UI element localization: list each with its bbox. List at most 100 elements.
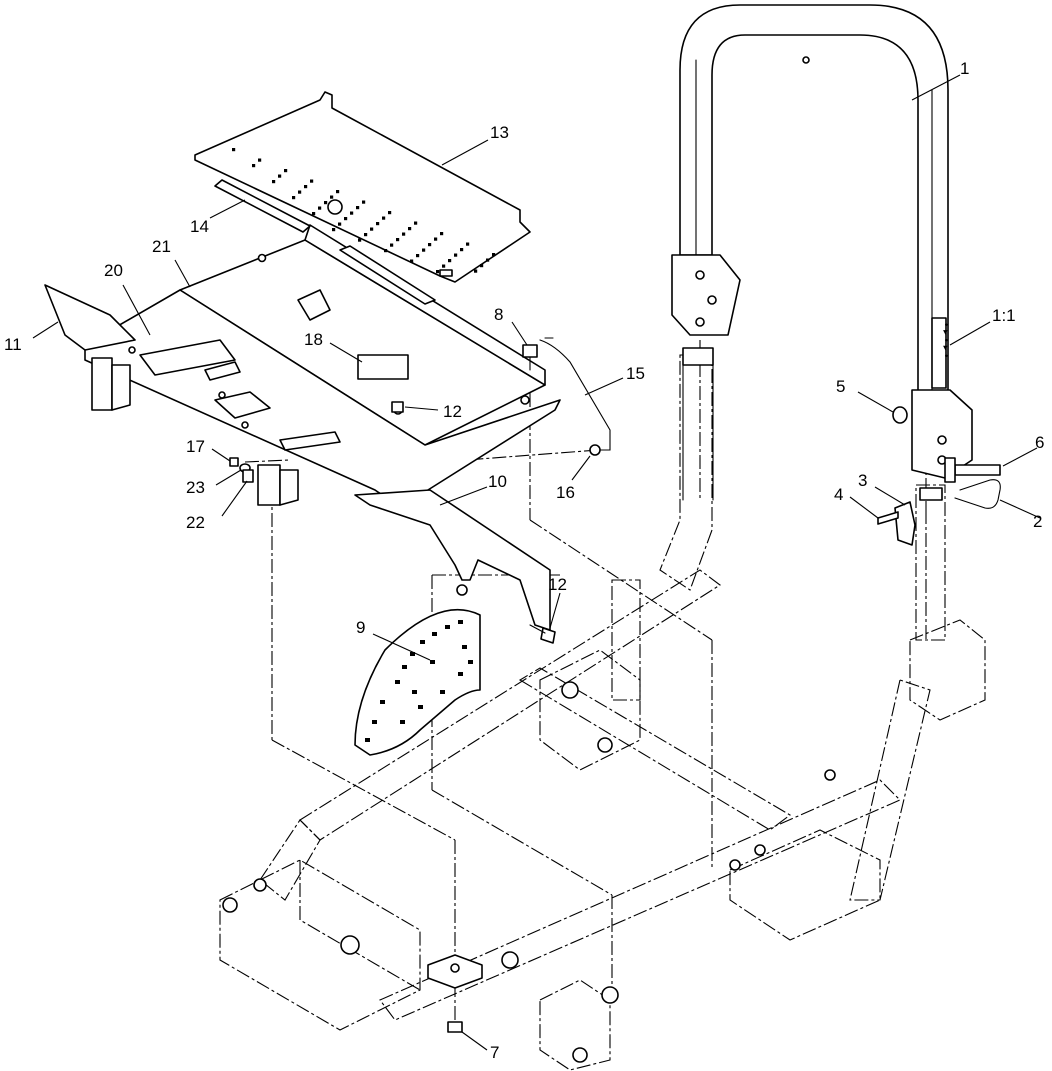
perforation-hole xyxy=(428,243,432,247)
perforation-hole xyxy=(382,216,386,220)
decal-mark xyxy=(418,705,423,709)
callout-22: 22 xyxy=(186,513,205,532)
rod-assembly xyxy=(539,337,611,456)
callout-8: 8 xyxy=(494,305,503,324)
perforation-hole xyxy=(358,238,362,242)
perforation-hole xyxy=(272,180,276,184)
perforation-hole xyxy=(330,195,334,199)
perforation-hole xyxy=(318,206,322,210)
perforation-hole xyxy=(480,264,484,268)
seat-bracket xyxy=(354,489,551,631)
callout-12a: 12 xyxy=(443,402,462,421)
perforation-hole xyxy=(466,242,470,246)
callout-13: 13 xyxy=(490,123,509,142)
perforation-hole xyxy=(304,185,308,189)
decal-panel xyxy=(354,608,481,756)
callout-23: 23 xyxy=(186,478,205,497)
decal-mark xyxy=(458,620,463,624)
decal-mark xyxy=(365,738,370,742)
perforation-hole xyxy=(292,196,296,200)
mount-plate xyxy=(427,954,483,1033)
decal-mark xyxy=(380,700,385,704)
callout-14: 14 xyxy=(190,217,209,236)
perforation-hole xyxy=(422,248,426,252)
perforation-hole xyxy=(332,228,336,232)
perforation-hole xyxy=(370,227,374,231)
roll-bar: • ▸ • ▸ • xyxy=(671,4,973,501)
perforation-hole xyxy=(336,190,340,194)
callout-17: 17 xyxy=(186,437,205,456)
perforation-hole xyxy=(388,211,392,215)
decal-mark xyxy=(372,720,377,724)
decal-mark xyxy=(462,645,467,649)
callout-16: 16 xyxy=(556,483,575,502)
decal-mark xyxy=(458,672,463,676)
perforation-hole xyxy=(454,253,458,257)
perforation-hole xyxy=(258,158,262,162)
decal-mark xyxy=(412,690,417,694)
decal-mark xyxy=(402,665,407,669)
perforation-hole xyxy=(338,222,342,226)
decal-mark xyxy=(420,640,425,644)
perforation-hole xyxy=(356,206,360,210)
perforation-hole xyxy=(416,254,420,258)
perforated-plate xyxy=(194,91,531,283)
perforation-hole xyxy=(474,269,478,273)
callout-1: 1 xyxy=(960,59,969,78)
callout-12b: 12 xyxy=(548,575,567,594)
callout-21: 21 xyxy=(152,237,171,256)
perforation-hole xyxy=(414,221,418,225)
trim-strip xyxy=(214,179,436,305)
callout-10: 10 xyxy=(488,472,507,491)
fasteners xyxy=(229,344,556,644)
perforation-hole xyxy=(390,243,394,247)
mower-frame xyxy=(219,354,986,1071)
decal-mark xyxy=(410,652,415,656)
callout-6: 6 xyxy=(1035,433,1044,452)
callout-7: 7 xyxy=(490,1043,499,1062)
decal-mark xyxy=(468,660,473,664)
perforation-hole xyxy=(384,249,388,253)
perforation-hole xyxy=(410,259,414,263)
perforation-hole xyxy=(324,201,328,205)
perforation-hole xyxy=(344,217,348,221)
perforation-hole xyxy=(448,259,452,263)
decal-mark xyxy=(432,632,437,636)
perforation-hole xyxy=(402,232,406,236)
perforation-hole xyxy=(312,212,316,216)
decal-mark xyxy=(430,660,435,664)
decal-mark xyxy=(395,680,400,684)
decal-dots xyxy=(365,620,473,742)
perforation-hole xyxy=(350,211,354,215)
callout-11: 11 xyxy=(4,335,22,354)
perforation-hole xyxy=(408,227,412,231)
decal-text: • ▸ • ▸ • xyxy=(940,322,950,358)
perforation-hole xyxy=(434,237,438,241)
callout-3: 3 xyxy=(858,471,867,490)
perforation-hole xyxy=(396,238,400,242)
callout-4: 4 xyxy=(834,485,843,504)
callout-1-1: 1:1 xyxy=(992,306,1016,325)
perforation-hole xyxy=(376,222,380,226)
perforations xyxy=(232,148,496,274)
callout-15: 15 xyxy=(626,364,645,383)
callout-5: 5 xyxy=(836,377,845,396)
callout-20: 20 xyxy=(104,261,123,280)
decal-mark xyxy=(445,625,450,629)
hardware-group xyxy=(877,406,1001,546)
perforation-hole xyxy=(442,264,446,268)
decal-mark xyxy=(400,720,405,724)
perforation-hole xyxy=(310,179,314,183)
callout-9: 9 xyxy=(356,618,365,637)
perforation-hole xyxy=(486,258,490,262)
perforation-hole xyxy=(440,232,444,236)
perforation-hole xyxy=(492,253,496,257)
decal-mark xyxy=(440,690,445,694)
perforation-hole xyxy=(364,233,368,237)
perforation-hole xyxy=(232,148,236,152)
callout-2: 2 xyxy=(1033,512,1042,531)
callout-18: 18 xyxy=(304,330,323,349)
perforation-hole xyxy=(362,200,366,204)
callout-leaders xyxy=(32,74,1041,1051)
